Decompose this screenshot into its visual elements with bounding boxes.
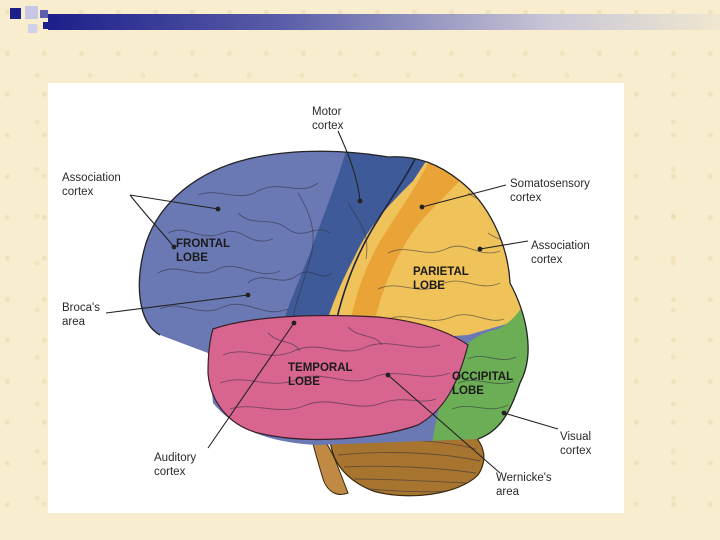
leader-visual [504, 413, 558, 429]
square-mid [40, 10, 48, 18]
callout-somatosensory-cortex: Somatosensory cortex [510, 178, 593, 204]
square-light [25, 6, 38, 19]
diagram-panel: FRONTAL LOBE PARIETAL LOBE TEMPORAL LOBE… [48, 83, 624, 513]
callout-wernickes-area: Wernicke's area [496, 472, 555, 498]
title-gradient-bar [48, 14, 720, 30]
square-dark [10, 8, 21, 19]
callout-motor-cortex: Motor cortex [312, 106, 345, 132]
callout-association-cortex-parietal: Association cortex [531, 240, 593, 266]
callout-brocas-area: Broca's area [62, 302, 103, 328]
brain-diagram: FRONTAL LOBE PARIETAL LOBE TEMPORAL LOBE… [48, 83, 624, 513]
callout-visual-cortex: Visual cortex [560, 431, 594, 457]
callout-association-cortex-frontal: Association cortex [62, 172, 124, 198]
callout-auditory-cortex: Auditory cortex [154, 452, 199, 478]
square-pale [28, 24, 37, 33]
